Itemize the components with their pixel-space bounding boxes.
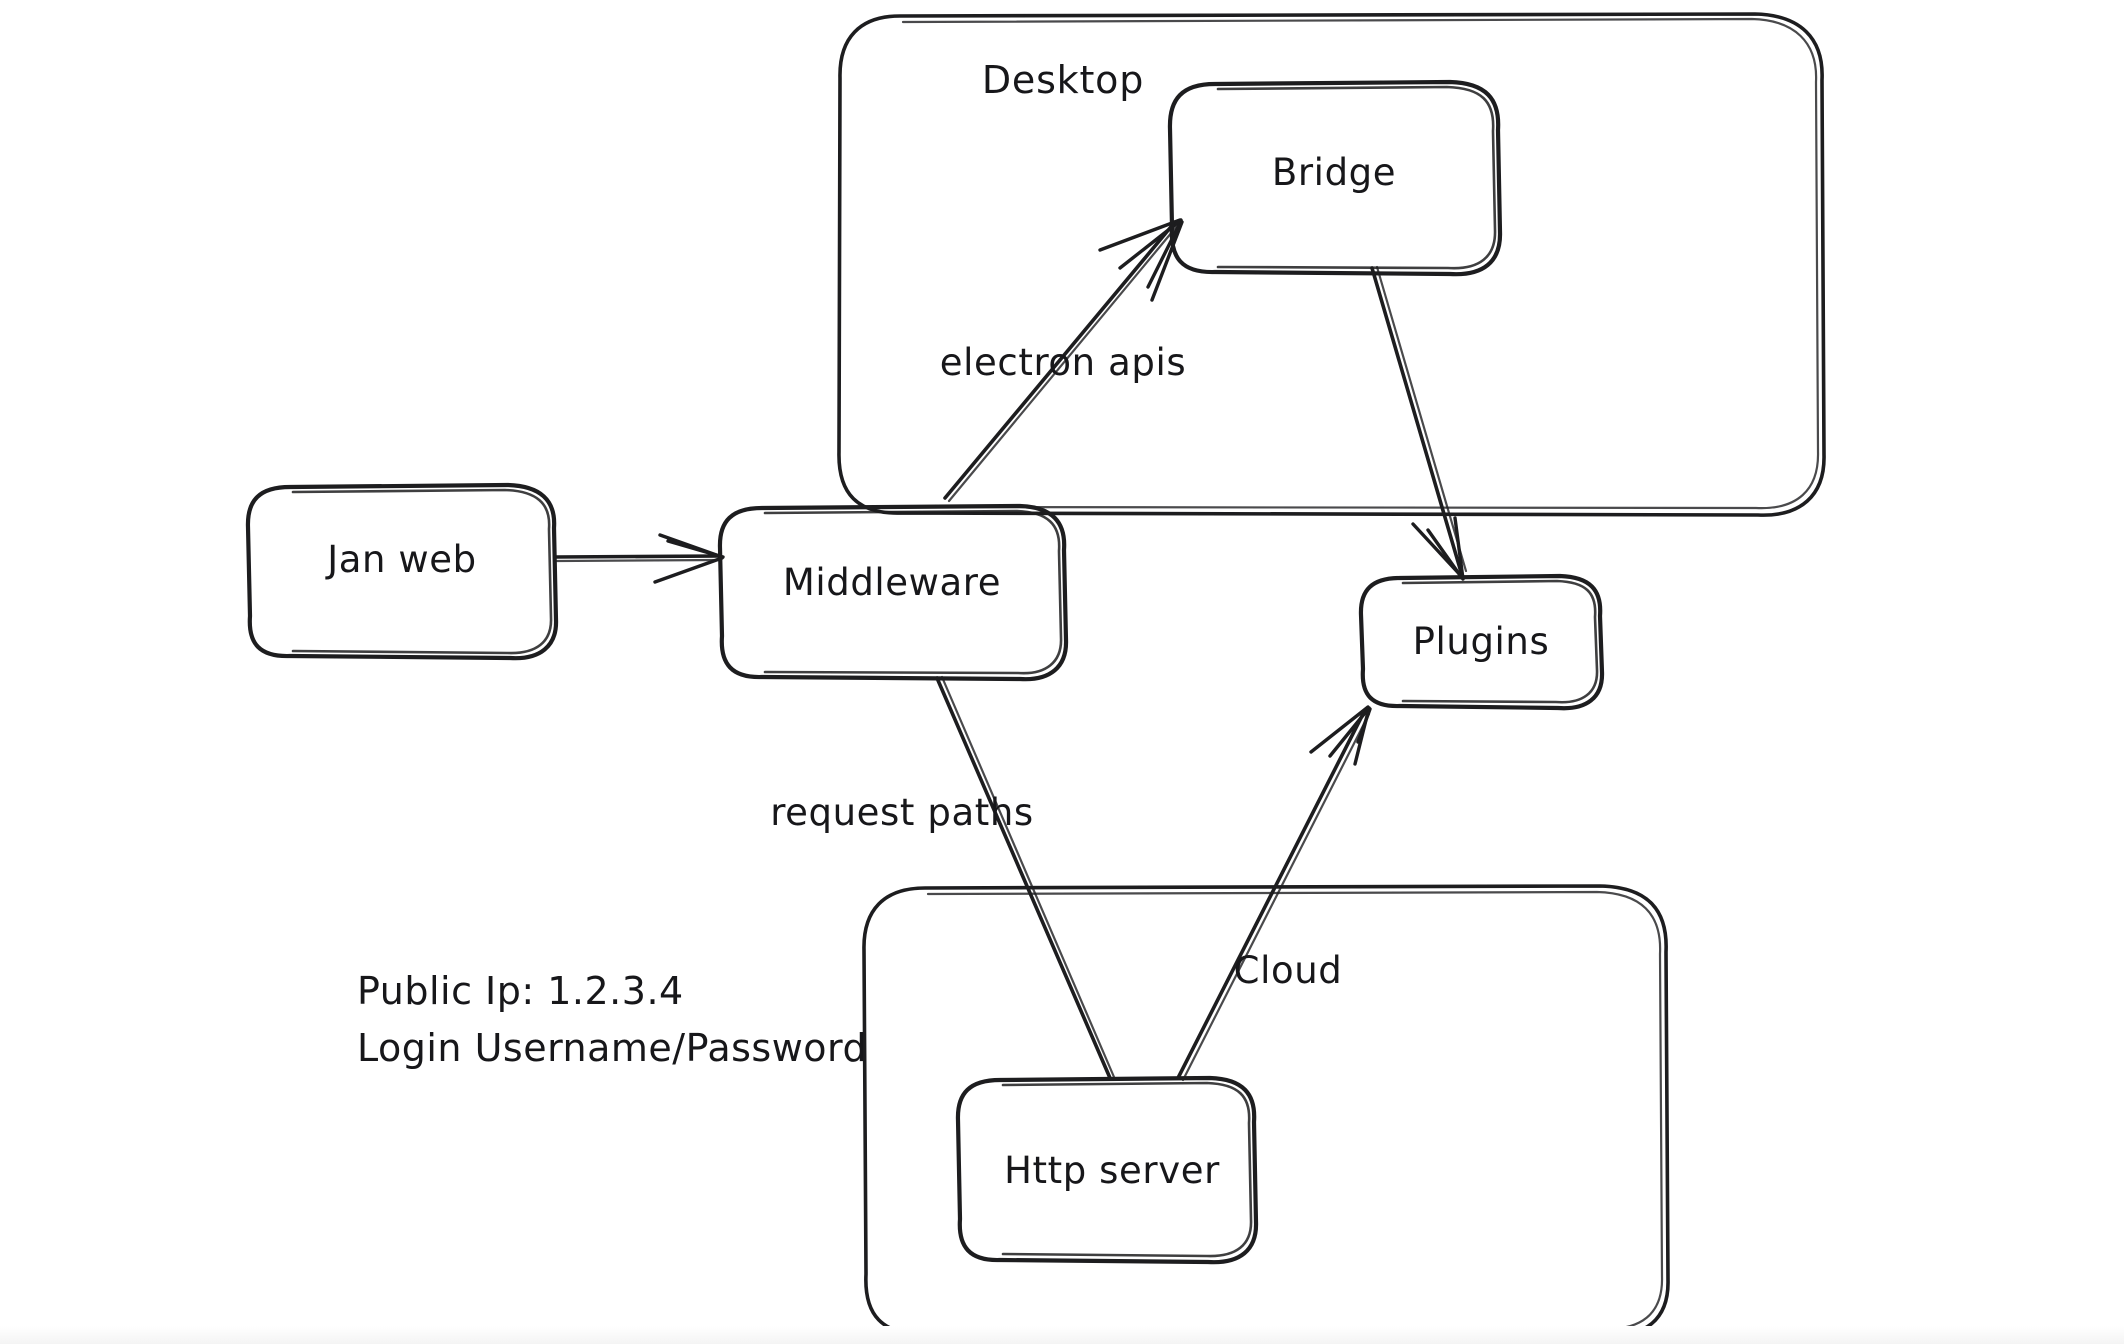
- node-label-plugins: Plugins: [1413, 620, 1550, 663]
- edge-label-request-paths: request paths: [770, 791, 1034, 834]
- edge-label-electron-apis: electron apis: [940, 341, 1186, 384]
- edge-httpserver-to-plugins: [1176, 705, 1372, 1082]
- node-jan-web[interactable]: Jan web: [245, 482, 559, 661]
- node-label-jan-web: Jan web: [325, 538, 477, 581]
- edge-middleware-to-bridge: [943, 218, 1184, 503]
- node-plugins[interactable]: Plugins: [1358, 573, 1605, 711]
- container-title-desktop: Desktop: [982, 58, 1144, 102]
- bottom-gradient-band: [0, 1326, 2124, 1344]
- edge-bridge-to-plugins: [1370, 265, 1468, 581]
- edge-middleware-to-httpserver: [935, 675, 1116, 1080]
- note-credentials: Public Ip: 1.2.3.4 Login Username/Passwo…: [357, 969, 867, 1070]
- note-login: Login Username/Password: [357, 1026, 867, 1070]
- node-middleware[interactable]: Middleware: [717, 503, 1069, 682]
- note-public-ip: Public Ip: 1.2.3.4: [357, 969, 684, 1013]
- edge-label-cloud: Cloud: [1234, 949, 1343, 992]
- node-bridge[interactable]: Bridge: [1167, 79, 1503, 277]
- node-http-server[interactable]: Http server: [955, 1075, 1259, 1265]
- node-label-middleware: Middleware: [783, 561, 1001, 604]
- node-label-bridge: Bridge: [1272, 151, 1396, 194]
- node-label-http-server: Http server: [1004, 1149, 1220, 1192]
- edge-janweb-to-middleware: [554, 533, 725, 584]
- container-desktop[interactable]: [837, 12, 1826, 517]
